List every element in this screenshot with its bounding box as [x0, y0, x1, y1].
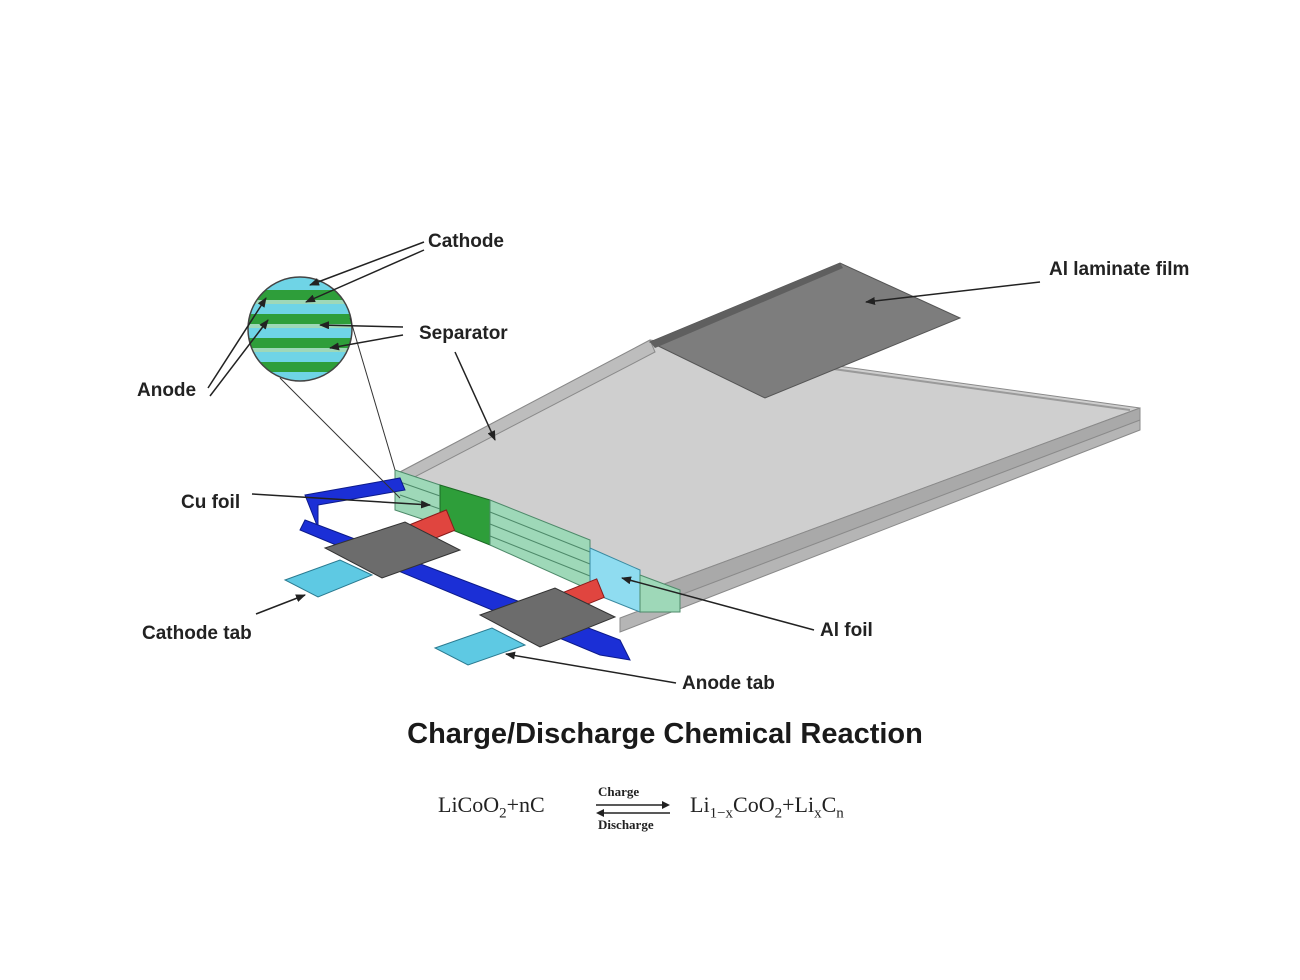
- anode-tab-strip: [433, 627, 527, 666]
- label-cu-foil: Cu foil: [181, 492, 241, 513]
- equation-reactants: LiCoO2+nC: [438, 792, 545, 822]
- equation-products: Li1−xCoO2+LixCn: [690, 792, 844, 822]
- label-al-laminate-film: Al laminate film: [1049, 259, 1190, 280]
- label-anode-tab: Anode tab: [682, 673, 775, 694]
- equation-charge-label: Charge: [598, 784, 640, 799]
- label-separator: Separator: [419, 323, 508, 344]
- magnified-view: [247, 276, 401, 499]
- equation-discharge-label: Discharge: [598, 817, 654, 832]
- anode-tab-plate: [478, 587, 617, 648]
- diagram-title: Charge/Discharge Chemical Reaction: [407, 718, 923, 750]
- cathode-tab-plate: [323, 521, 462, 579]
- leader-lines: [207, 241, 1041, 684]
- equilibrium-arrows-icon: [596, 801, 670, 817]
- label-al-foil: Al foil: [820, 620, 873, 641]
- layer-stack: [394, 469, 681, 613]
- label-anode: Anode: [137, 380, 197, 401]
- cathode-tab-strip: [283, 559, 374, 598]
- label-cathode: Cathode: [428, 231, 504, 252]
- pouch-body: [398, 339, 1141, 633]
- label-cathode-tab: Cathode tab: [142, 623, 252, 644]
